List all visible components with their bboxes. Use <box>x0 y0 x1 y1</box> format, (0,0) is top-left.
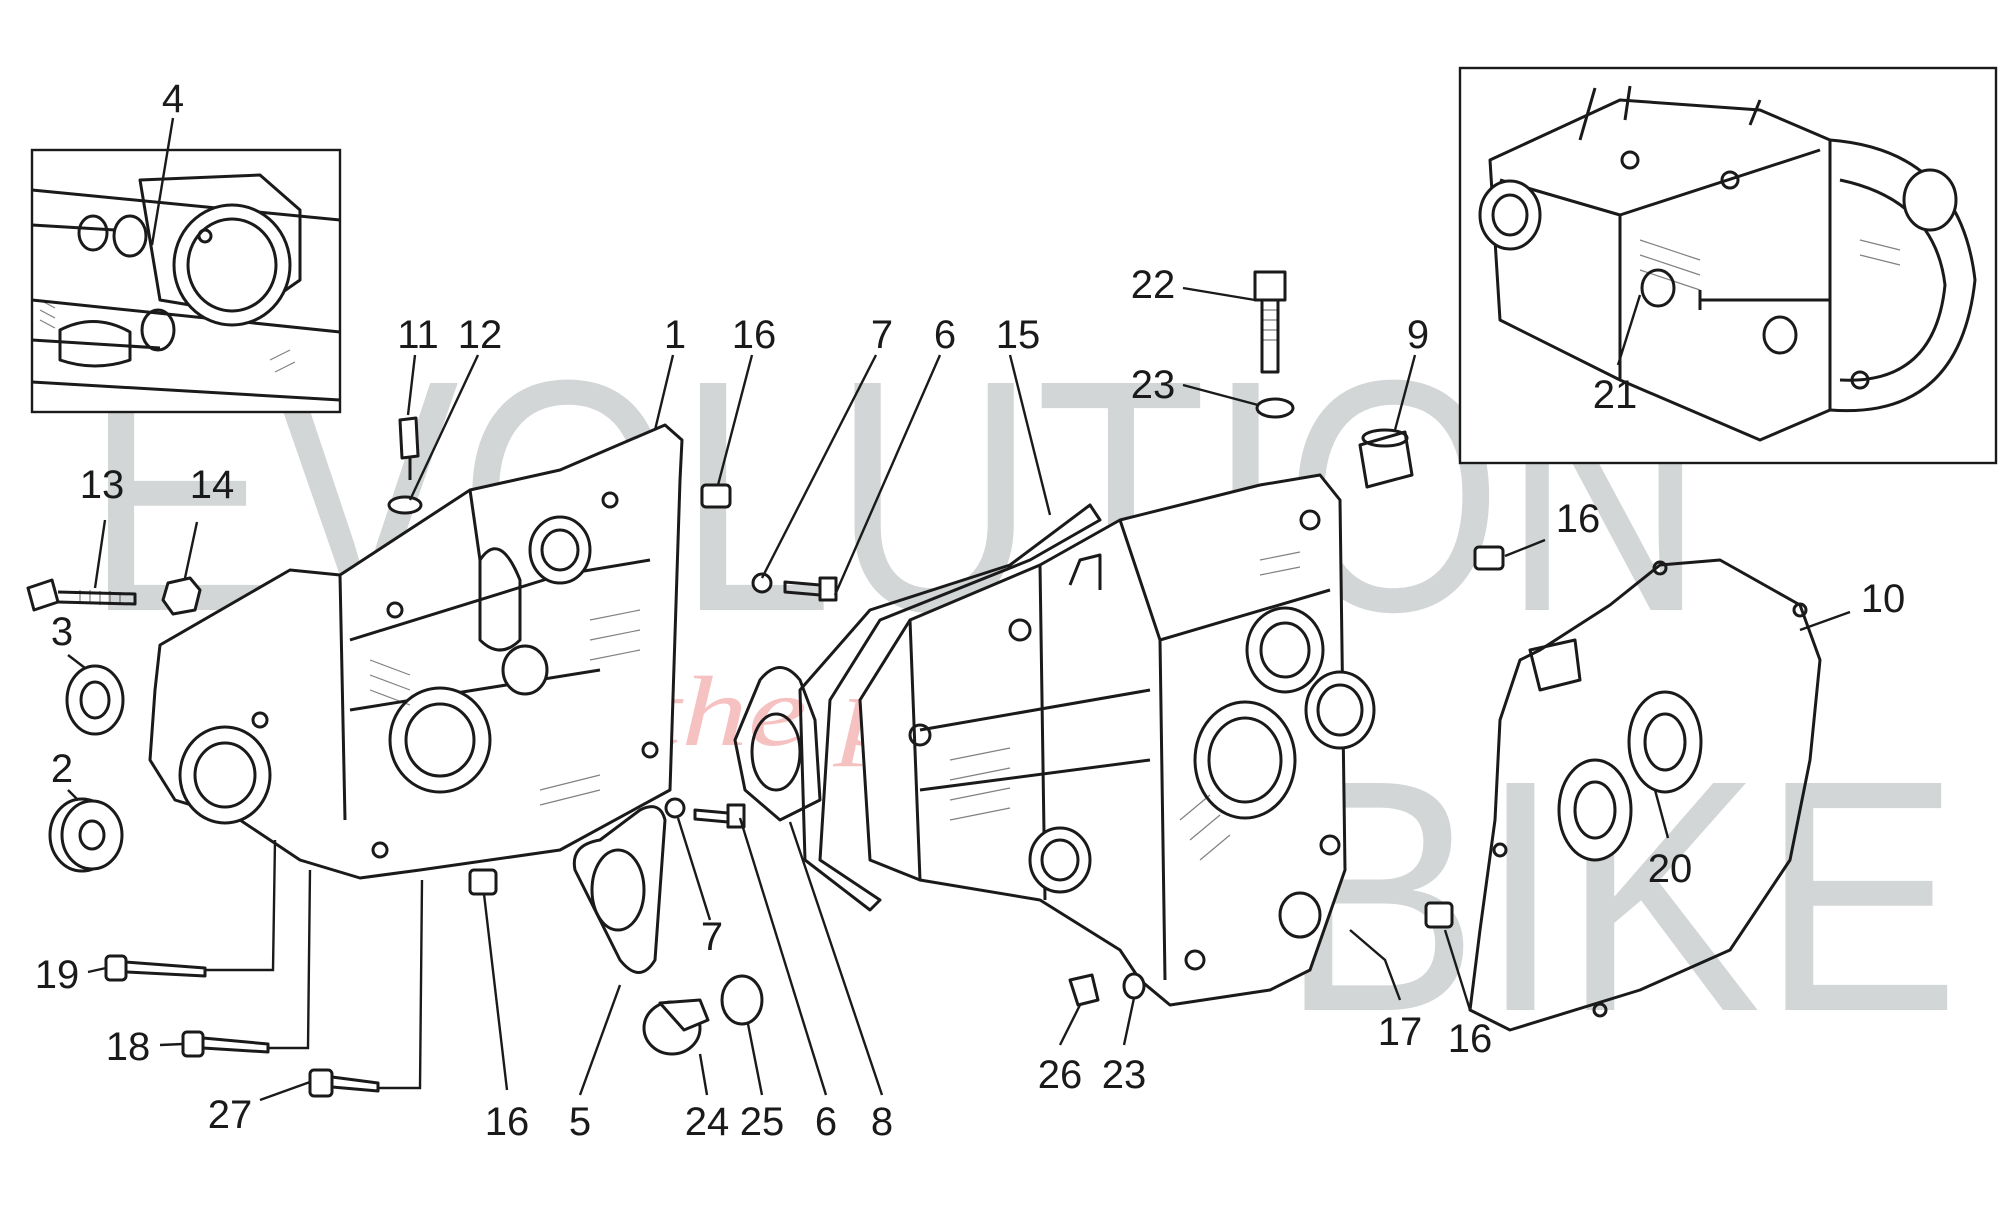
callout-23-top: 23 <box>1131 363 1176 407</box>
dowel-16-c <box>1473 545 1505 571</box>
washer-23-a <box>1255 397 1295 419</box>
callout-7-mid: 7 <box>701 915 723 959</box>
callout-16-bottom: 16 <box>485 1100 530 1144</box>
washer-7-b <box>664 797 686 819</box>
callout-labels: 4 11 12 1 16 7 6 15 22 23 9 21 13 14 3 2… <box>35 77 1906 1144</box>
callout-14: 14 <box>190 463 235 507</box>
callout-20: 20 <box>1648 847 1693 891</box>
callout-19: 19 <box>35 953 80 997</box>
washer-23-b <box>1122 972 1146 1000</box>
fitting-26 <box>1068 973 1100 1007</box>
callout-6-top: 6 <box>934 313 956 357</box>
callout-12: 12 <box>458 313 503 357</box>
inset-right-frame <box>1458 66 1998 465</box>
gasket-5 <box>572 805 667 974</box>
sensor-11 <box>398 416 420 460</box>
callout-26: 26 <box>1038 1053 1083 1097</box>
gasket-10 <box>1468 558 1822 1032</box>
callout-16-right: 16 <box>1556 497 1601 541</box>
bearing-20-a <box>1557 758 1633 862</box>
inset-oring-4 <box>112 214 148 258</box>
dowel-16-b <box>468 868 498 896</box>
seal-3 <box>65 664 125 736</box>
callout-21: 21 <box>1593 373 1638 417</box>
callout-5: 5 <box>569 1100 591 1144</box>
gasket-15 <box>798 503 1102 912</box>
gasket-8 <box>733 666 822 822</box>
screw-27 <box>308 1068 334 1098</box>
screw-6-a <box>818 576 838 602</box>
screw-13-head <box>26 578 60 612</box>
callout-23-bottom: 23 <box>1102 1053 1147 1097</box>
gearbox-housing-right <box>858 473 1376 1007</box>
callout-8: 8 <box>871 1100 893 1144</box>
callout-10: 10 <box>1861 577 1906 621</box>
screw-19 <box>104 954 128 982</box>
callout-2: 2 <box>51 747 73 791</box>
callout-9: 9 <box>1407 313 1429 357</box>
callout-22: 22 <box>1131 263 1176 307</box>
callout-25: 25 <box>740 1100 785 1144</box>
callout-18: 18 <box>106 1025 151 1069</box>
callout-6-bottom: 6 <box>815 1100 837 1144</box>
callout-15: 15 <box>996 313 1041 357</box>
callout-17: 17 <box>1378 1010 1423 1054</box>
callout-16-bottom-right: 16 <box>1448 1017 1493 1061</box>
bolt-22 <box>1253 270 1287 302</box>
callout-4: 4 <box>162 77 184 121</box>
leader-lines <box>67 117 1851 1102</box>
callout-11: 11 <box>397 313 439 357</box>
inset-detail-right <box>1458 66 1998 465</box>
washer-7-a <box>751 572 773 594</box>
callout-7-top: 7 <box>871 313 893 357</box>
callout-27: 27 <box>208 1093 253 1137</box>
gearbox-housing-left <box>148 423 684 880</box>
callout-1: 1 <box>664 313 686 357</box>
callout-3: 3 <box>51 610 73 654</box>
nut-14 <box>161 576 202 616</box>
dowel-16-a <box>700 483 732 509</box>
washer-12 <box>387 495 423 515</box>
ring-25 <box>720 974 764 1026</box>
dowel-16-d <box>1424 901 1454 929</box>
callout-13: 13 <box>80 463 125 507</box>
callout-24: 24 <box>685 1100 730 1144</box>
small-parts <box>26 270 1703 1098</box>
screw-18 <box>181 1030 205 1058</box>
bearing-20-b <box>1627 690 1703 794</box>
callout-16-top: 16 <box>732 313 777 357</box>
inset-detail-left <box>30 148 342 414</box>
